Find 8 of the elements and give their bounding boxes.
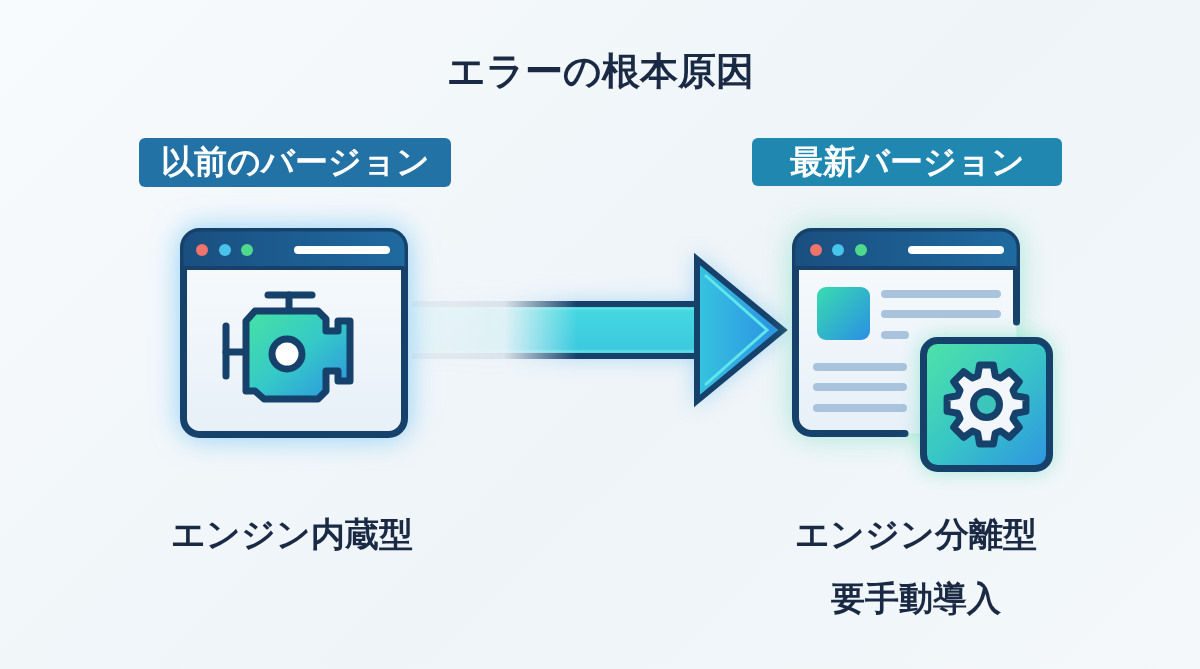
browser-window [180,228,408,438]
browser-window [792,228,1053,472]
label-band: 以前のバージョン [139,138,451,187]
node-label: エンジン内蔵型 [171,513,413,555]
node-label: 要手動導入 [831,577,1001,619]
label-band: 最新バージョン [752,138,1062,186]
title: エラーの根本原因 [446,48,754,94]
node-label: エンジン分離型 [795,513,1037,555]
